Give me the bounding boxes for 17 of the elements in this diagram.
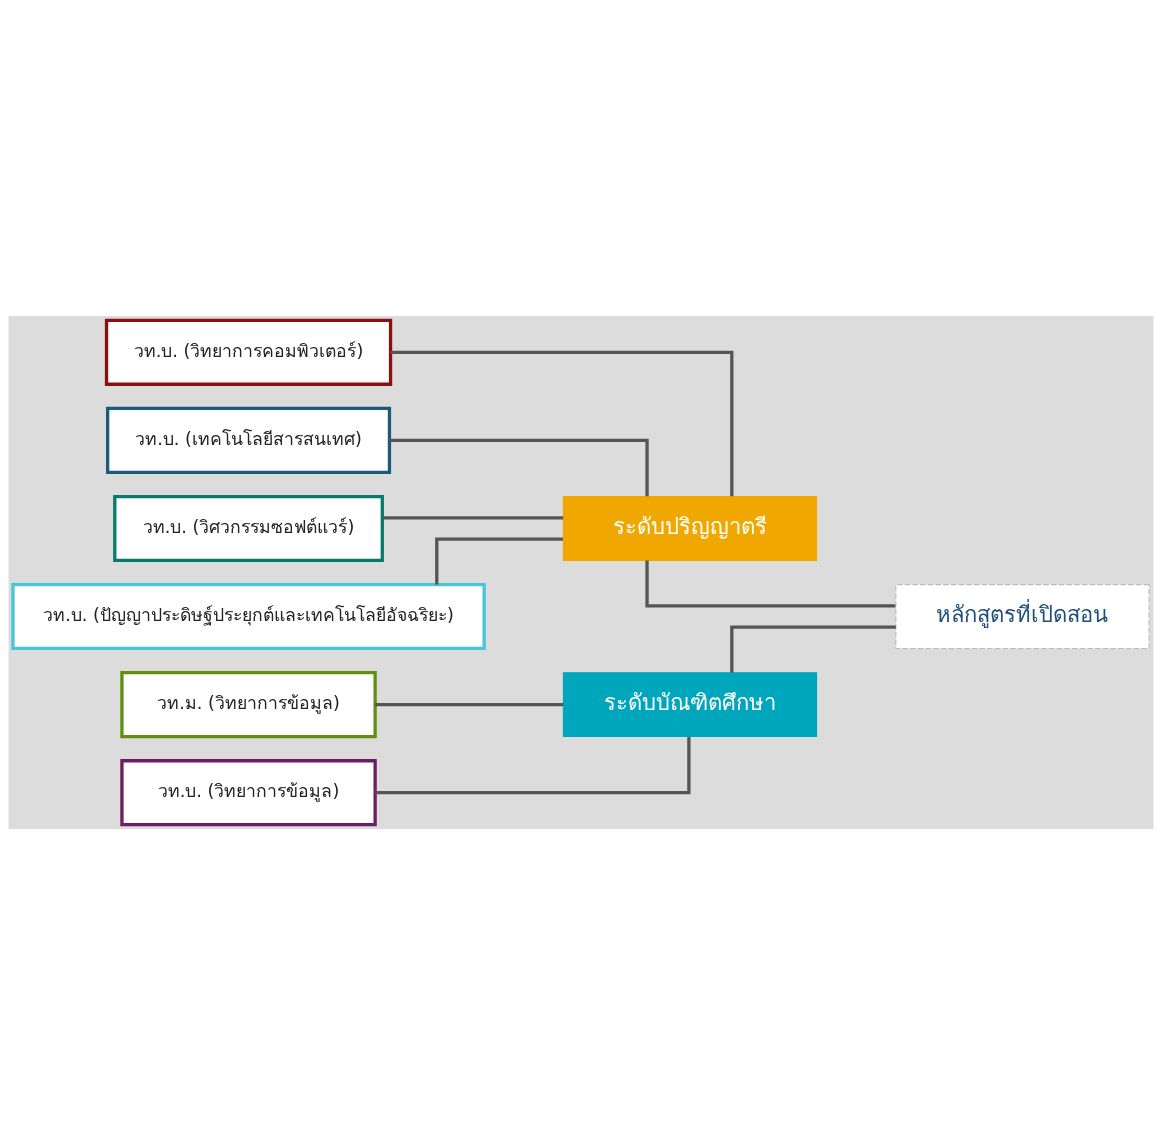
connector bbox=[730, 625, 896, 673]
connector bbox=[382, 515, 564, 519]
connector bbox=[390, 350, 734, 496]
node-box: วท.บ. (เทคโนโลยีสารสนเทศ) bbox=[105, 406, 392, 474]
node-box: ระดับบัณฑิตศึกษา bbox=[562, 671, 818, 737]
node-box: วท.บ. (วิทยาการคอมพิวเตอร์) bbox=[104, 318, 393, 386]
node-box: วท.บ. (ปัญญาประดิษฐ์ประยุกต์และเทคโนโลยีอัจฉริยะ) bbox=[11, 582, 486, 650]
connector bbox=[645, 559, 896, 608]
node-box: ระดับปริญญาตรี bbox=[562, 495, 818, 561]
node-box: หลักสูตรที่เปิดสอน bbox=[895, 583, 1150, 649]
node-box: วท.บ. (วิศวกรรมซอฟต์แวร์) bbox=[113, 494, 384, 562]
connector bbox=[389, 438, 649, 496]
node-box: วท.บ. (วิทยาการข้อมูล) bbox=[120, 758, 377, 826]
connector bbox=[435, 536, 563, 585]
connector bbox=[375, 736, 691, 794]
connector bbox=[375, 702, 564, 706]
node-box: วท.ม. (วิทยาการข้อมูล) bbox=[120, 670, 377, 738]
